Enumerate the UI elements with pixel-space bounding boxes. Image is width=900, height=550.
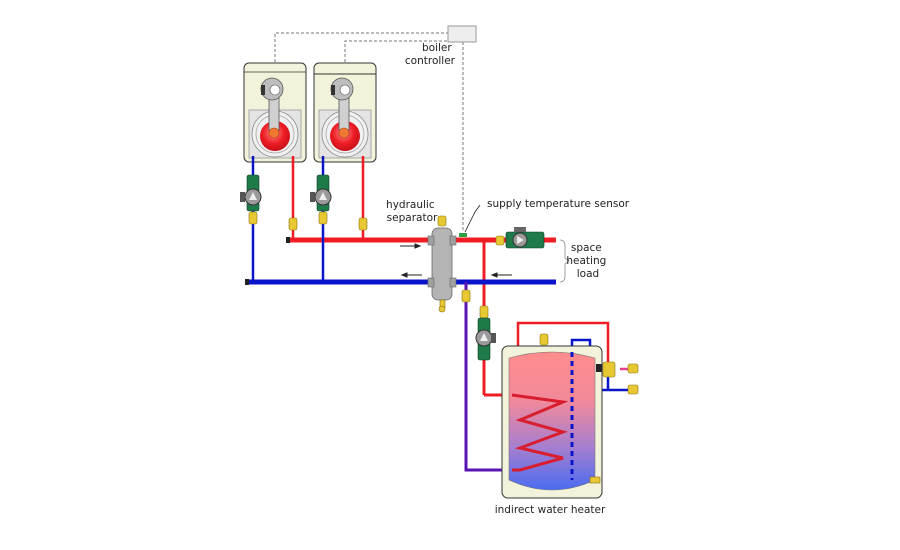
load-bracket — [559, 239, 570, 283]
sensor-leader-line — [464, 204, 481, 233]
pipe-cap — [286, 237, 290, 243]
dhw-return-pipe — [464, 282, 512, 472]
heating-coil — [511, 393, 569, 472]
supply-temperature-sensor-label: supply temperature sensor — [487, 198, 630, 210]
boiler-2 — [313, 62, 377, 163]
pipe-cap — [245, 279, 249, 285]
supply-temperature-sensor — [459, 233, 467, 237]
space-heating-load-label: space heating load — [566, 242, 609, 280]
boiler-pump-1 — [240, 174, 262, 225]
boiler-controller-box — [447, 25, 477, 43]
purge-valve — [288, 217, 489, 319]
indirect-water-heater — [501, 333, 603, 499]
dhw-pump — [475, 317, 496, 361]
flow-arrows — [400, 243, 512, 278]
hydraulic-separator — [427, 215, 457, 313]
boiler-controller-label: boiler controller — [405, 42, 456, 67]
control-wiring — [274, 32, 464, 232]
load-pump — [495, 227, 545, 249]
mixing-valve — [596, 361, 639, 395]
boiler-pump-2 — [310, 174, 332, 225]
boiler-1 — [243, 62, 307, 163]
hydraulic-separator-label: hydraulic separator — [386, 199, 438, 224]
indirect-water-heater-label: indirect water heater — [495, 504, 606, 516]
